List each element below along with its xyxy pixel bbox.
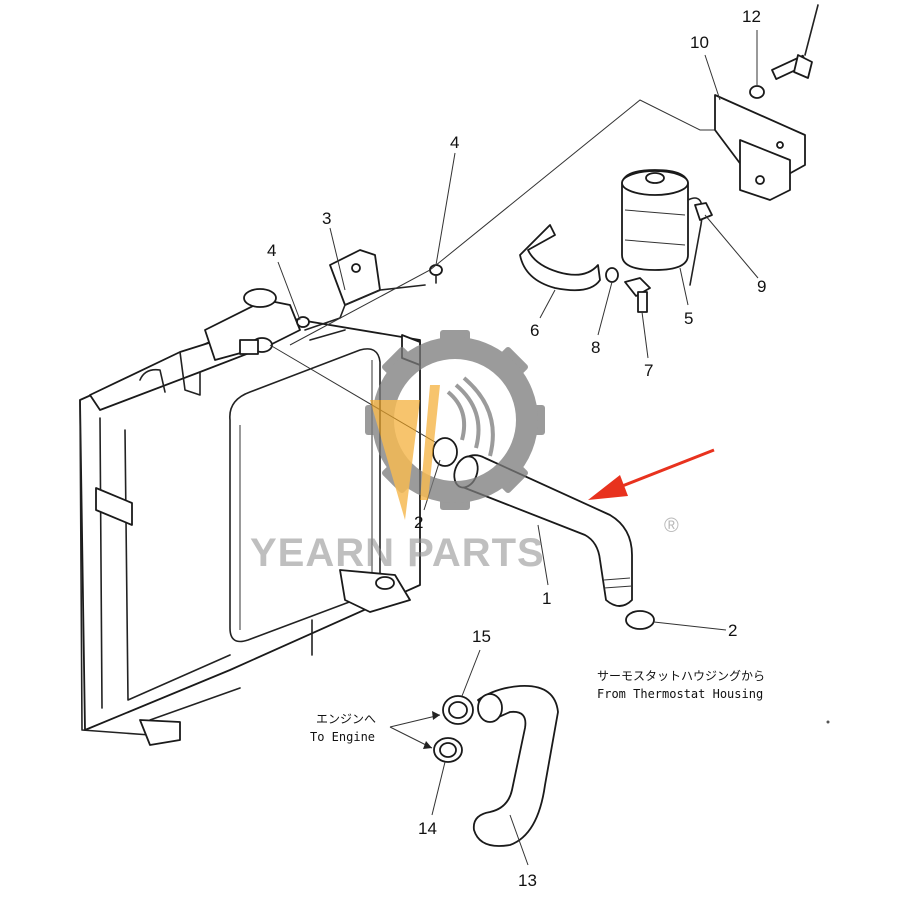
bolt-7 [624, 277, 651, 313]
bolt-4b [429, 264, 443, 284]
hose-1 [453, 454, 633, 607]
washer-8 [605, 267, 619, 283]
callout-6: 6 [530, 321, 539, 340]
callout-4a: 4 [267, 241, 276, 260]
callout-10: 10 [690, 33, 709, 52]
radiator [79, 288, 421, 746]
clamp-14 [433, 737, 463, 763]
callout-12: 12 [742, 7, 761, 26]
callout-3: 3 [322, 209, 331, 228]
stray-dot [826, 720, 830, 724]
clamp-2a [432, 437, 458, 467]
note-from-thermostat-en: From Thermostat Housing [597, 687, 763, 701]
watermark-brand: YEARN PARTS [250, 531, 545, 575]
leader-lines [277, 30, 759, 866]
hose-13 [472, 685, 559, 847]
callout-8: 8 [591, 338, 600, 357]
gear-logo-icon [365, 330, 545, 520]
reservoir-tank-5 [621, 169, 704, 286]
callout-4b: 4 [450, 133, 459, 152]
clamp-2b [625, 610, 655, 630]
note-to-engine-en: To Engine [310, 730, 375, 744]
to-engine-arrows [389, 711, 441, 749]
band-6 [519, 224, 601, 292]
note-to-engine-jp: エンジンへ [316, 712, 376, 726]
callout-5: 5 [684, 309, 693, 328]
bracket-10 [714, 94, 806, 201]
watermark-registered: ® [664, 515, 679, 537]
callout-2a: 2 [414, 513, 423, 532]
explode-line-top [289, 99, 720, 346]
clamp-9 [694, 202, 713, 221]
callout-15: 15 [472, 627, 491, 646]
red-arrow-icon [588, 448, 715, 500]
note-from-thermostat-jp: サーモスタットハウジングから [597, 669, 765, 683]
clamp-15 [442, 695, 474, 725]
callout-2b: 2 [728, 621, 737, 640]
callout-13: 13 [518, 871, 537, 890]
callout-1: 1 [542, 589, 551, 608]
bolt-12 [749, 4, 819, 99]
callout-14: 14 [418, 819, 437, 838]
callout-9: 9 [757, 277, 766, 296]
callout-7: 7 [644, 361, 653, 380]
bolt-4a [296, 316, 310, 328]
